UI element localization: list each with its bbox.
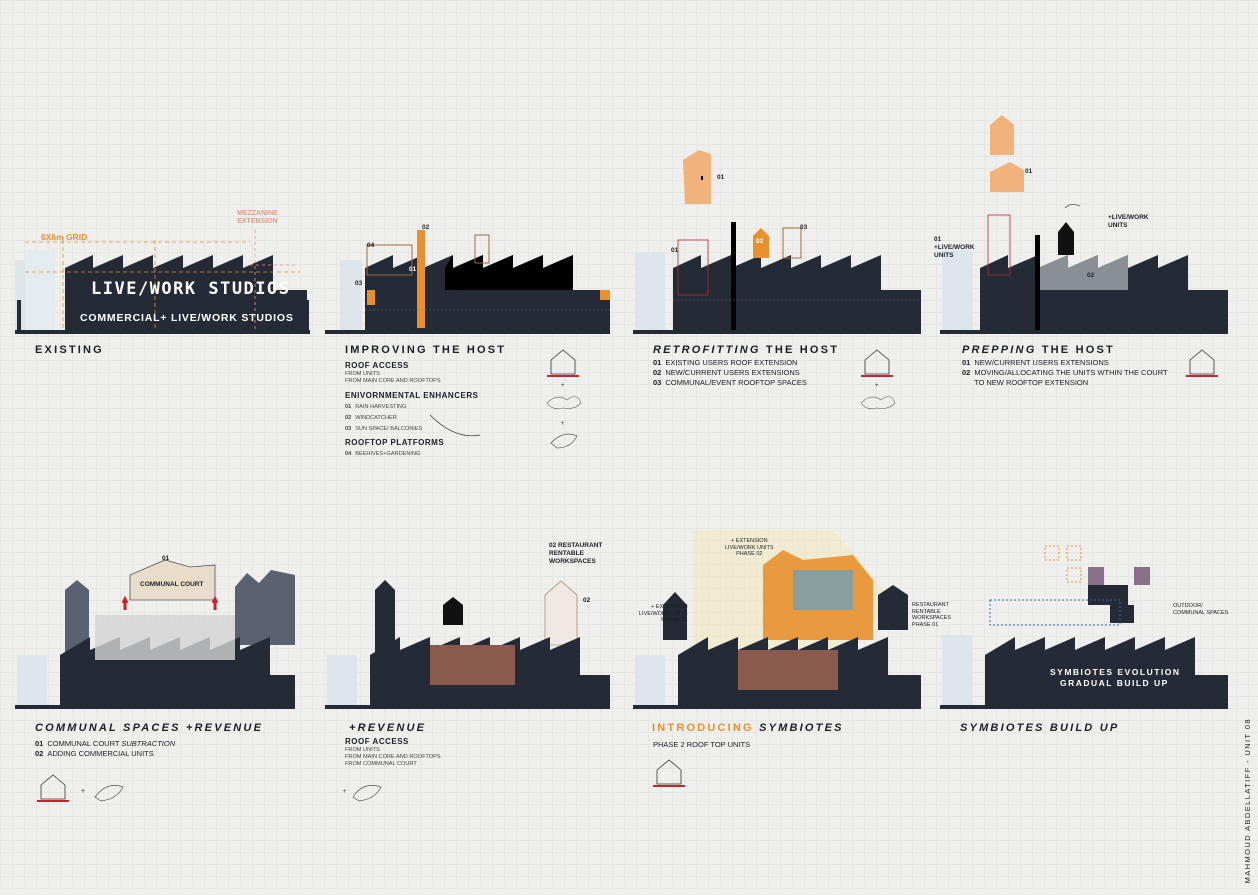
house-icon: + — [861, 348, 901, 418]
panel-build-up: OUTDOOR/ COMMUNAL SPACES SYMBIOTES EVOLU… — [940, 540, 1240, 880]
improving-section-drawing — [325, 200, 625, 340]
list-sub: FROM MAIN CORE AND ROOFTOPS — [345, 378, 478, 385]
panel-title-existing: EXISTING — [35, 344, 104, 356]
panel-title-improving: IMPROVING THE HOST — [345, 344, 506, 356]
panel-title-communal: COMMUNAL SPACES +REVENUE — [35, 722, 263, 734]
marker-01-top: 01 — [717, 174, 724, 182]
panel-improving: 02 04 03 01 IMPROVING THE HOST ROOF ACCE… — [325, 200, 625, 540]
panel-title-symbiotes: INTRODUCING SYMBIOTES — [652, 722, 844, 734]
svg-text:+: + — [561, 383, 565, 389]
retrofitting-section-drawing — [633, 140, 933, 340]
list-heading: ROOF ACCESS — [345, 737, 441, 747]
panel-title-prepping: PREPPING THE HOST — [962, 344, 1115, 356]
restaurant-label: 02 RESTAURANT RENTABLE WORKSPACES — [549, 542, 625, 566]
svg-text:+: + — [81, 788, 85, 795]
panel-revenue: 02 RESTAURANT RENTABLE WORKSPACES 02 +RE… — [325, 545, 625, 885]
live-work-label-right: +LIVE/WORK UNITS — [1108, 214, 1149, 230]
communal-section-drawing — [15, 555, 315, 715]
list-item: TO NEW ROOFTOP EXTENSION — [962, 378, 1168, 388]
svg-text:+: + — [343, 789, 347, 795]
prepping-section-drawing — [940, 110, 1240, 340]
improving-list: ROOF ACCESS FROM UNITS FROM MAIN CORE AN… — [345, 357, 478, 458]
list-sub: FROM MAIN CORE AND ROOFTOPS — [345, 754, 441, 761]
marker-01: 01 — [409, 266, 416, 274]
house-hand-icons: + + — [547, 348, 583, 458]
evolution-subtitle: GRADUAL BUILD UP — [1060, 678, 1169, 688]
panel-symbiotes: + EXTENSION LIVE/WORK UNITS PHASE 02 + E… — [633, 530, 933, 870]
panel-prepping: 01 02 01 +LIVE/WORK UNITS +LIVE/WORK UNI… — [940, 110, 1240, 450]
panel-existing: 6X6m GRID MEZZANINE EXTENSION LIVE/WORK … — [15, 200, 315, 540]
symbiotes-list: PHASE 2 ROOF TOP UNITS — [653, 740, 750, 750]
arrow-icon — [425, 410, 485, 440]
marker-01: 01 — [162, 555, 169, 563]
communal-court-label: COMMUNAL COURT — [140, 581, 203, 589]
marker-02: 02 — [756, 238, 763, 246]
marker-02: 02 — [422, 224, 429, 232]
marker-04: 04 — [367, 242, 374, 250]
list-sub: FROM UNITS — [345, 371, 478, 378]
revenue-section-drawing — [325, 545, 625, 715]
marker-01: 01 — [671, 247, 678, 255]
marker-03: 03 — [355, 280, 362, 288]
marker-03: 03 — [800, 224, 807, 232]
house-icon — [1186, 348, 1222, 380]
author-credit: MAHMOUD ABDELLATIFF - UNIT 08 — [1243, 718, 1252, 883]
house-hand-icons: + — [37, 773, 137, 807]
panel-title-build-up: SYMBIOTES BUILD UP — [960, 722, 1119, 734]
list-item: PHASE 2 ROOF TOP UNITS — [653, 740, 750, 750]
evolution-title: SYMBIOTES EVOLUTION — [1050, 667, 1181, 677]
extension-phase02-label: + EXTENSION LIVE/WORK UNITS PHASE 02 — [725, 538, 774, 558]
svg-text:+: + — [875, 383, 879, 389]
hand-icon: + — [343, 773, 403, 803]
live-work-label-left: 01 +LIVE/WORK UNITS — [934, 236, 975, 260]
house-icon — [653, 758, 689, 790]
list-sub: FROM UNITS — [345, 747, 441, 754]
revenue-list: ROOF ACCESS FROM UNITS FROM MAIN CORE AN… — [345, 733, 441, 768]
svg-text:+: + — [561, 421, 565, 427]
panel-communal: 01 COMMUNAL COURT COMMUNAL SPACES +REVEN… — [15, 555, 315, 895]
live-work-title: LIVE/WORK STUDIOS — [91, 279, 291, 299]
marker-02: 02 — [1087, 272, 1094, 280]
commercial-subtitle: COMMERCIAL+ LIVE/WORK STUDIOS — [80, 312, 294, 324]
list-sub: FROM COMMUNAL COURT — [345, 761, 441, 768]
build-up-section-drawing — [940, 540, 1240, 715]
outdoor-spaces-label: OUTDOOR/ COMMUNAL SPACES — [1173, 603, 1228, 616]
mezzanine-label: MEZZANINE EXTENSION — [237, 210, 278, 226]
list-heading: ROOF ACCESS — [345, 361, 478, 371]
panel-title-retrofitting: RETROFITTING THE HOST — [653, 344, 839, 356]
marker-02: 02 — [583, 597, 590, 605]
grid-label: 6X6m GRID — [41, 233, 87, 241]
extension-phase01-label: + EXTENSION LIVE/WORK UNITS PHASE 01 — [639, 604, 688, 624]
marker-01: 01 — [1025, 168, 1032, 176]
list-heading: ENIVORNMENTAL ENHANCERS — [345, 391, 478, 401]
